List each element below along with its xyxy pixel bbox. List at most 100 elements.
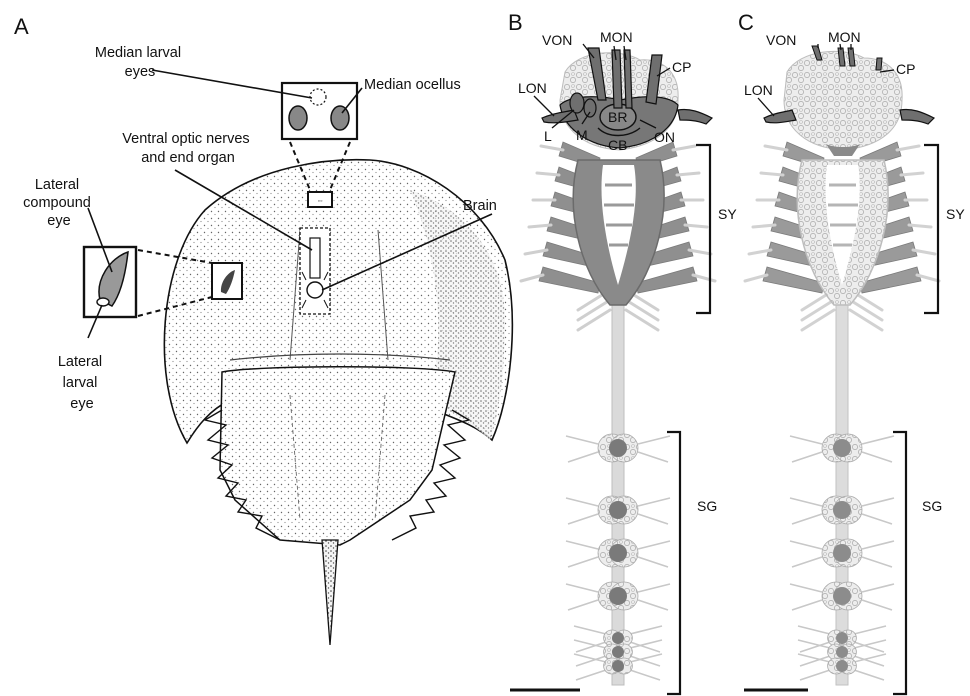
panel-a-letter: A xyxy=(14,14,29,39)
segment-ray xyxy=(638,436,670,444)
label-lateral-larval-eye: Lateral larval eye xyxy=(58,354,106,412)
lower-nerve-right xyxy=(850,310,882,330)
panel-b: B xyxy=(508,10,737,694)
label-von-c: VON xyxy=(766,32,796,48)
lower-nerve-left xyxy=(578,310,610,330)
segment-ray xyxy=(862,514,892,524)
ventral-optic-nerve-shape xyxy=(310,238,320,278)
segment-ray xyxy=(798,626,830,634)
segment-ray xyxy=(638,557,668,567)
label-lon-b: LON xyxy=(518,80,547,96)
limb-nerve-right xyxy=(685,225,707,227)
ganglion-core xyxy=(609,544,627,562)
segment-ray xyxy=(568,452,598,462)
label-on-b: ON xyxy=(654,129,675,145)
median-eye-mark: ◦◦ xyxy=(318,198,323,205)
segment-ray xyxy=(568,514,598,524)
lower-nerve-right xyxy=(626,300,658,320)
segment-ray xyxy=(790,436,822,444)
segment-ray xyxy=(638,600,668,610)
sy-bracket-b xyxy=(696,145,710,313)
limb-nerve-left xyxy=(537,173,559,175)
segment-ray xyxy=(800,670,830,680)
segment-ray xyxy=(792,452,822,462)
label-sg-b: SG xyxy=(697,498,717,514)
panel-a: A ◦◦ xyxy=(14,14,512,645)
segment-ray xyxy=(638,514,668,524)
segment-ray xyxy=(574,626,606,634)
ventral-nerve-cord xyxy=(612,300,624,685)
segment-ray xyxy=(566,584,598,592)
segment-ray xyxy=(790,584,822,592)
segment-ray xyxy=(862,452,892,462)
lower-nerve-left xyxy=(578,300,610,320)
label-median-ocellus: Median ocellus xyxy=(364,77,461,93)
brain-shape xyxy=(307,282,323,298)
segment-ray xyxy=(638,498,670,506)
limb-nerve-right xyxy=(677,173,699,175)
lon-c-left xyxy=(764,110,796,123)
limb-nerve-left xyxy=(541,146,563,150)
segment-ray xyxy=(638,452,668,462)
lower-nerve-right xyxy=(626,310,658,330)
segment-ray xyxy=(566,541,598,549)
segment-ray xyxy=(792,514,822,524)
segment-ray xyxy=(566,436,598,444)
limb-nerve-left xyxy=(761,173,783,175)
label-ventral-optic-nerves: Ventral optic nerves and end organ xyxy=(122,131,253,166)
label-cp-b: CP xyxy=(672,59,691,75)
segment-ray xyxy=(862,557,892,567)
sy-bracket-c xyxy=(924,145,938,313)
panel-c: C VON MON CP LON SY SG xyxy=(738,10,965,694)
segment-ray xyxy=(576,670,606,680)
label-von-b: VON xyxy=(542,32,572,48)
label-mon-b: MON xyxy=(600,29,633,45)
segment-ray xyxy=(862,541,894,549)
ganglion-core xyxy=(836,646,848,658)
segment-ray xyxy=(862,436,894,444)
label-cp-c: CP xyxy=(896,61,915,77)
ganglion-core xyxy=(609,587,627,605)
segment-ray xyxy=(854,626,886,634)
median-ocellus-right xyxy=(331,106,349,130)
segment-ray xyxy=(568,557,598,567)
segment-ray xyxy=(630,626,662,634)
limb-nerve-right xyxy=(673,146,695,150)
label-median-larval-eyes: Median larval eyes xyxy=(95,45,185,80)
limb-nerve-right xyxy=(901,173,923,175)
limb-nerve-left xyxy=(753,225,775,227)
segment-ray xyxy=(630,670,660,680)
lower-nerve-left xyxy=(802,300,834,320)
segment-ray xyxy=(854,670,884,680)
ganglion-core xyxy=(833,544,851,562)
pointer-lon-b xyxy=(534,96,554,116)
horseshoe-crab-drawing xyxy=(164,160,512,645)
ventral-nerve-cord-c xyxy=(836,300,848,685)
panel-c-letter: C xyxy=(738,10,754,35)
lon-c-right xyxy=(900,109,934,124)
label-mon-c: MON xyxy=(828,29,861,45)
label-cb-b: CB xyxy=(608,137,627,153)
segment-ray xyxy=(792,600,822,610)
segment-ray xyxy=(790,541,822,549)
label-lateral-compound-eye: Lateral compound eye xyxy=(23,177,95,229)
label-sg-c: SG xyxy=(922,498,942,514)
segment-ray xyxy=(862,498,894,506)
median-ocellus-left xyxy=(289,106,307,130)
segment-ray xyxy=(790,498,822,506)
ganglion-core xyxy=(612,660,624,672)
ganglion-core xyxy=(833,587,851,605)
segment-ray xyxy=(568,600,598,610)
segment-ray xyxy=(638,584,670,592)
sg-bracket-c xyxy=(893,432,906,694)
limb-nerve-left xyxy=(529,225,551,227)
segment-ray xyxy=(862,600,892,610)
label-l-b: L xyxy=(544,128,552,144)
lateral-larval-eye-shape xyxy=(97,298,109,306)
limb-nerve-right xyxy=(909,225,931,227)
lateral-organ-l xyxy=(570,93,584,113)
ganglion-core xyxy=(612,632,624,644)
pointer-lon-c xyxy=(758,98,774,116)
ganglion-core xyxy=(836,660,848,672)
